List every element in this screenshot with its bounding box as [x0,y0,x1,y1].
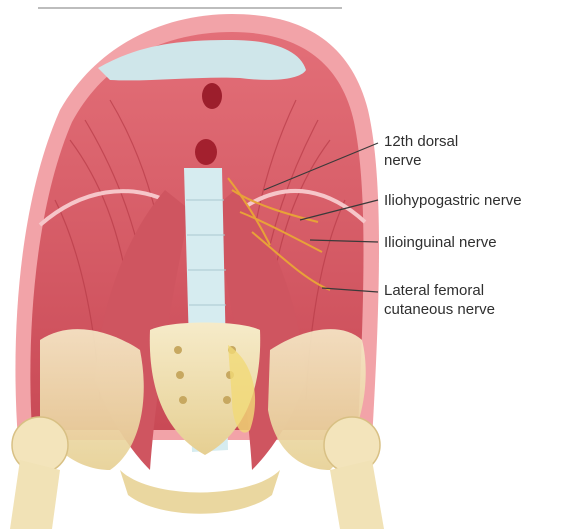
label-iliohypogastric-text: Iliohypogastric nerve [384,192,522,209]
aortic-opening [195,139,217,165]
label-lateral-femoral-cutaneous-nerve: Lateral femoral cutaneous nerve [384,281,495,319]
femur-right [330,460,384,529]
label-12th-dorsal-line1: 12th dorsal [384,132,458,151]
label-lateral-femoral-line2: cutaneous nerve [384,300,495,319]
pubic-arch [120,470,280,514]
label-iliohypogastric-nerve: Iliohypogastric nerve [384,191,522,210]
label-12th-dorsal-line2: nerve [384,151,458,170]
label-ilioinguinal-text: Ilioinguinal nerve [384,234,497,251]
label-ilioinguinal-nerve: Ilioinguinal nerve [384,233,497,252]
label-12th-dorsal-nerve: 12th dorsal nerve [384,132,458,170]
oesophageal-opening [202,83,222,109]
label-lateral-femoral-line1: Lateral femoral [384,281,495,300]
femur-left [10,460,60,529]
